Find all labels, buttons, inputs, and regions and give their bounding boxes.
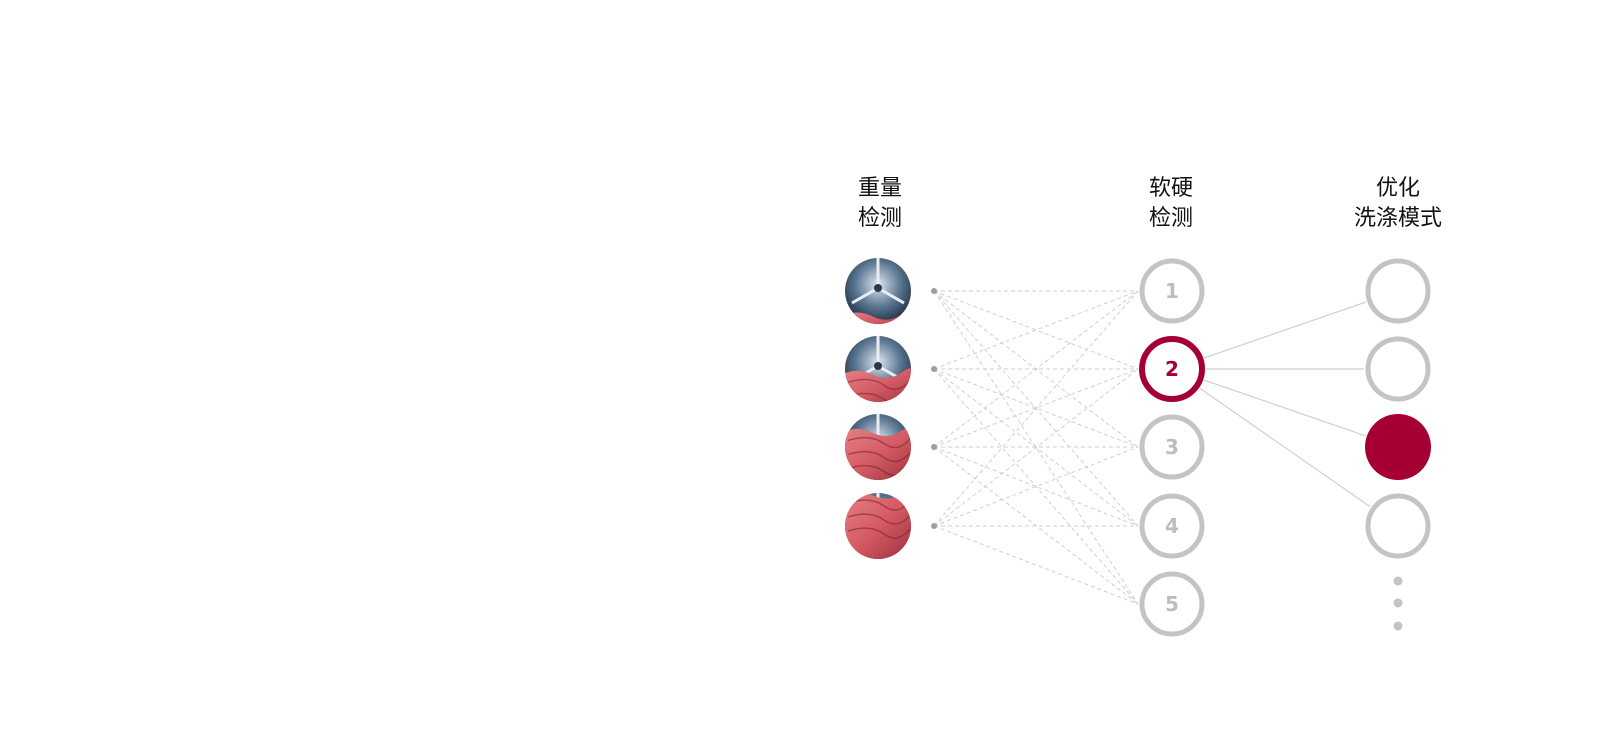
weight-level-icon	[845, 258, 911, 324]
hardness-node-label: 3	[1165, 435, 1179, 459]
hardness-node-label: 5	[1165, 592, 1179, 616]
dashed-connector	[933, 290, 1139, 448]
weight-detection-title: 重量 检测	[780, 174, 980, 234]
hardness-node-label: 1	[1165, 279, 1179, 303]
hardness-node	[1139, 258, 1205, 324]
dashed-connector	[933, 368, 1139, 448]
hardness-detection-title: 软硬 检测	[1071, 174, 1271, 234]
dashed-connector	[933, 290, 1139, 370]
fabric-fold	[847, 513, 911, 525]
more-modes-dot	[1393, 576, 1403, 586]
weight-level-icon	[845, 414, 911, 480]
dashed-connector	[933, 290, 1139, 605]
drum-spoke	[851, 286, 879, 305]
hardness-title-line2: 检测	[1148, 206, 1193, 231]
weight-title-line2: 检测	[857, 206, 902, 231]
drum-hub	[874, 284, 882, 292]
fabric-fold	[847, 450, 911, 463]
fabric-fold	[847, 499, 911, 511]
fabric-fold	[847, 378, 911, 390]
wash-mode-node	[1365, 336, 1431, 402]
dashed-connector	[933, 368, 1139, 448]
hardness-node-label: 2	[1165, 357, 1179, 381]
dashed-connector	[933, 446, 1139, 527]
dashed-connector	[933, 368, 1139, 605]
fabric-fold	[847, 436, 911, 449]
solid-connector	[1199, 387, 1371, 508]
weight-to-hardness-connectors	[933, 290, 1139, 605]
wash-mode-node-selected	[1365, 414, 1431, 480]
wash-mode-node	[1365, 493, 1431, 559]
dashed-connector	[933, 525, 1139, 605]
mode-title-line2: 洗涤模式	[1353, 206, 1442, 231]
hardness-node-label: 4	[1165, 514, 1179, 538]
weight-title-line1: 重量	[857, 176, 902, 201]
dashed-connector	[933, 290, 1139, 527]
weight-output-dot	[931, 288, 937, 294]
solid-connector	[1203, 379, 1367, 437]
more-modes-dot	[1393, 621, 1403, 631]
wash-mode-title: 优化 洗涤模式	[1298, 174, 1498, 234]
weight-output-dot	[931, 366, 937, 372]
dashed-connector	[933, 290, 1139, 370]
weight-level-icon	[845, 336, 911, 402]
fabric-layer	[845, 309, 911, 324]
solid-connector	[1203, 301, 1367, 359]
fabric-layer	[845, 426, 911, 480]
fabric-layer	[845, 493, 911, 559]
hardness-to-mode-connectors	[1199, 301, 1371, 508]
weight-output-dot	[931, 523, 937, 529]
weight-level-icon	[845, 493, 911, 559]
fabric-fold	[847, 527, 911, 539]
more-modes-dot	[1393, 598, 1403, 608]
hardness-node	[1139, 571, 1205, 637]
hardness-node-selected	[1139, 336, 1205, 402]
hardness-node	[1139, 414, 1205, 480]
hardness-node	[1139, 493, 1205, 559]
wash-mode-node	[1365, 258, 1431, 324]
drum-hub	[874, 362, 882, 370]
hardness-title-line1: 软硬	[1148, 176, 1193, 201]
dashed-connector	[933, 368, 1139, 527]
mode-title-line1: 优化	[1375, 176, 1420, 201]
weight-output-dot	[931, 444, 937, 450]
dashed-connector	[933, 446, 1139, 527]
drum-spoke	[877, 286, 905, 305]
